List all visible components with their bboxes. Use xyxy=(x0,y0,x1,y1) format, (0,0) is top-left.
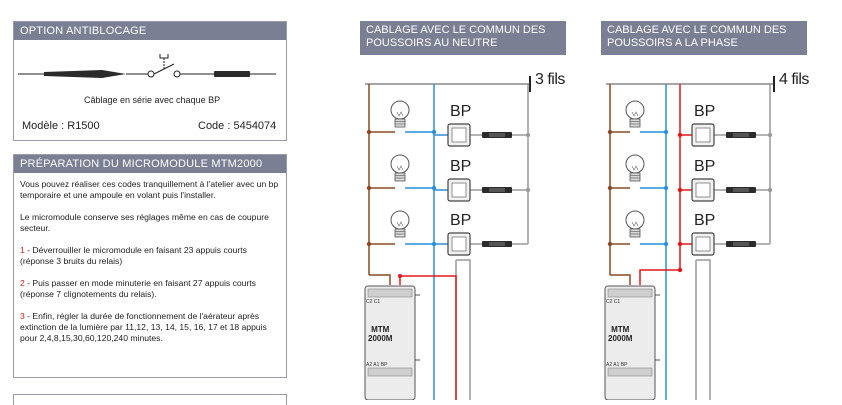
step-1-text: - Déverrouiller le micromodule en faisan… xyxy=(20,245,247,266)
right-module-name-line2: 2000M xyxy=(608,334,633,343)
step-3-text: - Enfin, régler la durée de fonctionneme… xyxy=(20,311,267,343)
prep-step-2: 2 - Puis passer en mode minuterie en fai… xyxy=(20,278,280,300)
diagram-left-title-line2: POUSSOIRS AU NEUTRE xyxy=(366,37,498,49)
right-bp-label-2: BP xyxy=(694,158,716,175)
left-row-2 xyxy=(366,154,531,202)
right-row-2 xyxy=(607,154,773,202)
antiblocage-title: OPTION ANTIBLOCAGE xyxy=(14,22,286,40)
step-2-number: 2 xyxy=(20,278,25,288)
left-module-name-line2: 2000M xyxy=(368,334,393,343)
diagram-left-title: CABLAGE AVEC LE COMMUN DES POUSSOIRS AU … xyxy=(360,21,566,55)
diagram-right-title-line2: POUSSOIRS A LA PHASE xyxy=(607,37,738,49)
left-module xyxy=(364,285,420,400)
antiblocage-caption: Câblage en série avec chaque BP xyxy=(84,95,221,105)
right-row-1 xyxy=(607,100,773,147)
prep-paragraph-2: Le micromodule conserve ses réglages mêm… xyxy=(20,212,269,233)
right-module-name: MTM 2000M xyxy=(608,325,632,343)
preparation-body: Vous pouvez réaliser ces codes tranquill… xyxy=(14,173,286,344)
diagram-right xyxy=(604,76,775,400)
left-bp-label-3: BP xyxy=(450,212,472,229)
antiblocage-wiring-illustration xyxy=(18,54,276,78)
step-1-number: 1 xyxy=(20,245,25,255)
diagram-right-title-line1: CABLAGE AVEC LE COMMUN DES xyxy=(607,24,787,36)
right-bp-label-1: BP xyxy=(694,103,716,120)
diagram-right-title: CABLAGE AVEC LE COMMUN DES POUSSOIRS A L… xyxy=(601,21,807,55)
right-bp-label-3: BP xyxy=(694,212,716,229)
prep-paragraph-1: Vous pouvez réaliser ces codes tranquill… xyxy=(20,179,279,200)
left-bp-label-2: BP xyxy=(450,158,472,175)
right-module-name-line1: MTM xyxy=(611,325,630,334)
right-module xyxy=(604,285,660,400)
prep-step-1: 1 - Déverrouiller le micromodule en fais… xyxy=(20,245,280,267)
left-module-terminals-top: C2 C1 xyxy=(366,299,381,305)
preparation-panel: PRÉPARATION DU MICROMODULE MTM2000 Vous … xyxy=(13,154,287,378)
left-bp-label-1: BP xyxy=(450,103,472,120)
right-module-terminals-top: C2 C1 xyxy=(606,299,621,305)
step-3-number: 3 xyxy=(20,311,25,321)
right-wire-count: 4 fils xyxy=(779,71,809,88)
left-module-name: MTM 2000M xyxy=(368,325,392,343)
preparation-title: PRÉPARATION DU MICROMODULE MTM2000 xyxy=(14,155,286,173)
diagram-left xyxy=(364,76,531,400)
diagram-left-title-line1: CABLAGE AVEC LE COMMUN DES xyxy=(366,24,546,36)
step-2-text: - Puis passer en mode minuterie en faisa… xyxy=(20,278,256,299)
left-row-1 xyxy=(366,100,531,147)
prep-step-3: 3 - Enfin, régler la durée de fonctionne… xyxy=(20,311,280,344)
code-label: Code : 5454074 xyxy=(198,120,277,132)
model-label: Modèle : R1500 xyxy=(22,120,100,132)
right-row-3 xyxy=(607,210,770,256)
left-row-3 xyxy=(366,210,528,256)
left-wire-count: 3 fils xyxy=(535,71,565,88)
antiblocage-panel: OPTION ANTIBLOCAGE Câblage en série avec… xyxy=(13,21,287,141)
left-module-name-line1: MTM xyxy=(371,325,390,334)
right-module-terminals-bottom: A2 A1 BP xyxy=(606,362,628,368)
left-module-terminals-bottom: A2 A1 BP xyxy=(366,362,388,368)
